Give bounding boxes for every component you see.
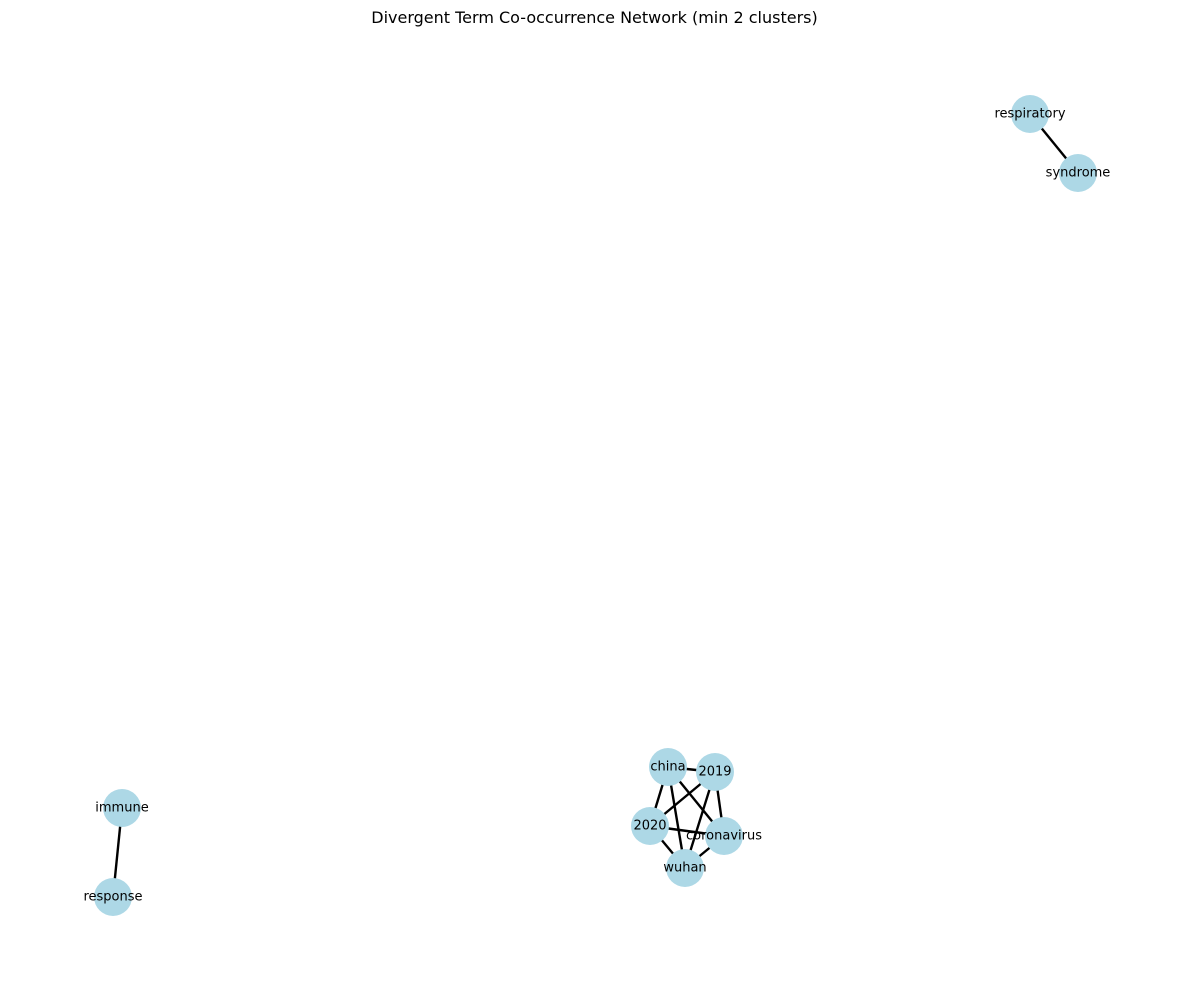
node-respiratory xyxy=(1011,95,1049,133)
node-label-coronavirus: coronavirus xyxy=(686,829,762,844)
node-label-respiratory: respiratory xyxy=(994,107,1065,122)
node-response xyxy=(94,878,132,916)
node-label-syndrome: syndrome xyxy=(1046,166,1111,181)
node-label-2020: 2020 xyxy=(633,819,666,834)
diagram-title: Divergent Term Co-occurrence Network (mi… xyxy=(371,8,818,27)
node-syndrome xyxy=(1059,154,1097,192)
node-label-2019: 2019 xyxy=(698,765,731,780)
node-label-wuhan: wuhan xyxy=(663,861,706,876)
nodes-layer xyxy=(94,95,1097,916)
node-label-immune: immune xyxy=(95,801,148,816)
node-label-china: china xyxy=(650,760,685,775)
node-china xyxy=(649,748,687,786)
edges-layer xyxy=(111,113,1079,898)
labels-layer: respiratory syndrome china 2019 2020 coronavi… xyxy=(83,107,1110,905)
node-coronavirus xyxy=(705,817,743,855)
node-label-response: response xyxy=(83,890,142,905)
node-wuhan xyxy=(666,849,704,887)
node-2019 xyxy=(696,753,734,791)
node-2020 xyxy=(631,807,669,845)
node-immune xyxy=(103,789,141,827)
